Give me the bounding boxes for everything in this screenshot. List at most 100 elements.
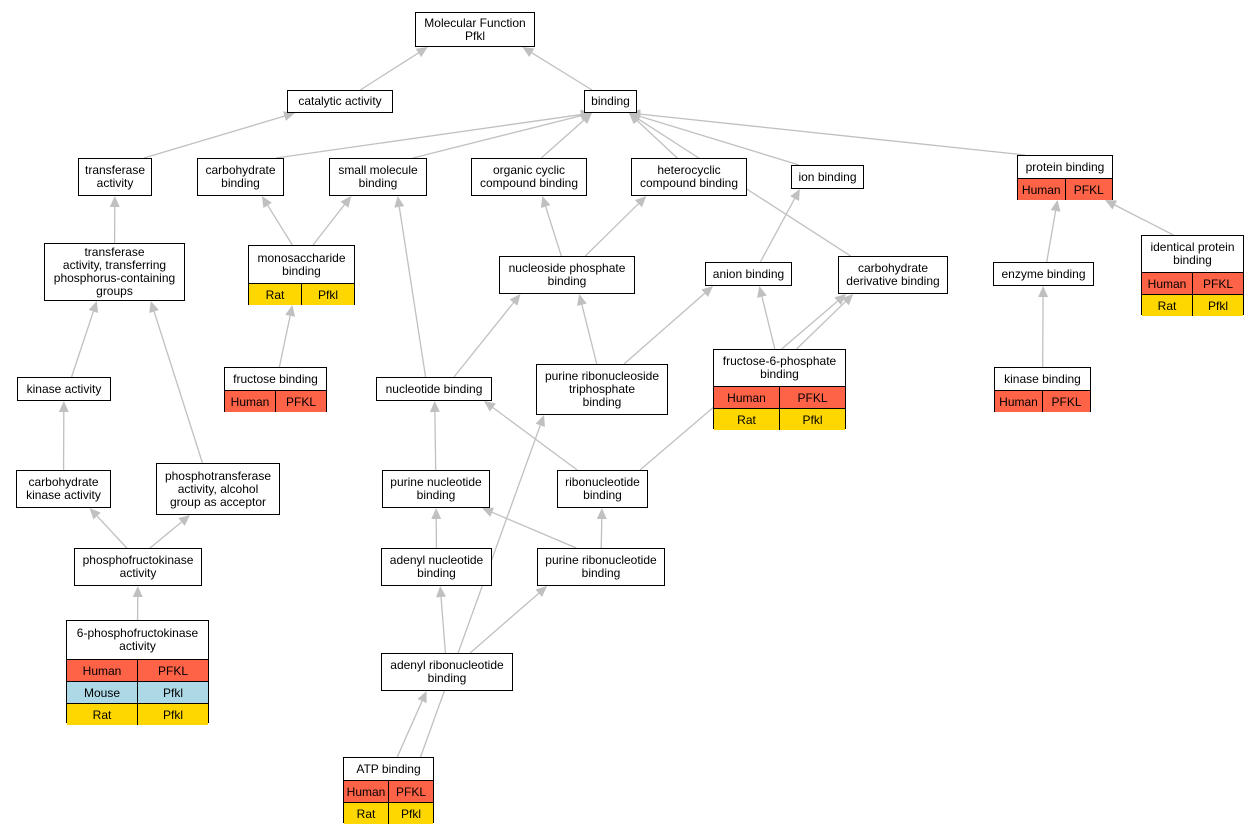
node-label: identical protein binding [1150, 240, 1235, 267]
arrowhead-nucleotide-to-small_mol [394, 196, 405, 208]
arrowhead-kinase_binding-to-enzyme_binding [1038, 286, 1049, 298]
annotation-species: Rat [92, 707, 112, 722]
node-label: fructose binding [233, 371, 318, 386]
annotation-species: Mouse [83, 685, 121, 700]
arrowhead-f6p-to-carb_deriv [841, 294, 854, 306]
edge-atp-to-adenyl_ribonucleotide [396, 700, 423, 758]
annotation-species: Human [82, 663, 122, 678]
annotation-gene: PFKL [137, 660, 208, 681]
annotation-species: Rat [1157, 298, 1177, 313]
arrowhead-nucleotide-to-nucleoside_phos [509, 294, 521, 306]
arrowhead-fructose-to-monosacch [285, 305, 296, 317]
node-label: Molecular Function Pfkl [424, 15, 526, 43]
node-label: purine nucleotide binding [390, 475, 482, 502]
annotation-species: Human [1147, 276, 1187, 291]
go-node-carb-deriv: carbohydrate derivative binding [838, 256, 948, 294]
go-node-anion: anion binding [705, 262, 792, 286]
arrowhead-purine_nucleotide-to-nucleotide [429, 401, 440, 413]
edge-kinase_activity-to-transferase_phos [70, 311, 94, 378]
edge-heterocyclic-to-binding [636, 120, 678, 159]
go-node-heterocyclic: heterocyclic compound binding [631, 158, 747, 196]
annotation-species: Rat [265, 287, 285, 302]
go-node-ribonucleotide: ribonucleotide binding [557, 470, 648, 508]
node-label: catalytic activity [298, 94, 382, 108]
arrowhead-binding-to-mf [522, 47, 535, 58]
edge-purine_ribonucleotide-to-purine_nucleotide [491, 511, 577, 549]
annotation-gene: Pfkl [137, 682, 208, 703]
arrowhead-ribonucleotide-to-nucleotide [484, 401, 496, 412]
node-label: purine ribonucleotide binding [545, 553, 657, 580]
arrowhead-carb_deriv-to-binding [629, 113, 641, 124]
annotation-species: Rat [737, 412, 756, 427]
annotation-species: Human [230, 394, 270, 409]
node-label: nucleoside phosphate binding [508, 261, 626, 288]
edge-identical_protein-to-protein_binding [1114, 204, 1174, 236]
edge-f6p-to-carb_deriv [796, 301, 846, 350]
node-label: small molecule binding [338, 163, 418, 190]
edge-fructose-to-monosacch [278, 315, 291, 368]
edge-pfk_activity-to-phosphotransferase [149, 521, 182, 549]
edge-monosacch-to-small_mol [312, 204, 345, 246]
go-node-pfk-activity: phosphofructokinase activity [74, 548, 202, 586]
arrowhead-adenyl_nucleotide-to-purine_nucleotide [431, 508, 442, 520]
arrowhead-kinase_activity-to-transferase_phos [88, 301, 99, 314]
arrowhead-atp-to-purine_ribonucleoside_tp [535, 415, 545, 428]
edge-org_cyclic-to-binding [540, 119, 585, 159]
arrowhead-catalytic-to-mf [415, 47, 428, 58]
go-node-purine-nucleotide: purine nucleotide binding [382, 470, 490, 508]
arrowhead-adenyl_ribonucleotide-to-adenyl_nucleotide [436, 586, 447, 598]
arrowhead-monosacch-to-carb_binding [261, 196, 272, 208]
edge-purine_ribonucleotide-to-ribonucleotide [600, 518, 603, 549]
arrowhead-transferase-to-catalytic [283, 111, 295, 121]
arrowhead-phosphotransferase-to-transferase_phos [149, 301, 159, 313]
annotation-gene: PFKL [388, 781, 433, 802]
arrowhead-f6p-to-anion [757, 286, 767, 298]
arrowhead-purine_ribonucleotide-to-purine_nucleotide [482, 507, 495, 517]
annotation-row: Human PFKL [67, 659, 208, 681]
go-node-ion-binding: ion binding [791, 165, 864, 189]
arrowhead-anion-to-ion_binding [790, 189, 800, 202]
arrowhead-org_cyclic-to-binding [580, 113, 592, 125]
annotation-gene: Pfkl [388, 803, 433, 824]
go-node-mf: Molecular Function Pfkl [415, 12, 535, 47]
arrowhead-atp-to-adenyl_ribonucleotide [417, 691, 427, 704]
edge-protein_binding-to-binding [639, 113, 1026, 156]
go-node-binding: binding [584, 90, 637, 113]
edge-adenyl_ribonucleotide-to-adenyl_nucleotide [440, 596, 447, 654]
node-label: enzyme binding [1001, 266, 1086, 281]
arrowhead-transferase_phos-to-transferase [109, 196, 120, 208]
go-node-transferase: transferase activity [78, 158, 152, 196]
node-label: adenyl ribonucleotide binding [390, 658, 504, 685]
node-label: nucleotide binding [385, 381, 483, 396]
node-label: heterocyclic compound binding [639, 163, 739, 190]
annotation-species: Human [346, 784, 386, 799]
go-node-nucleoside-phos: nucleoside phosphate binding [499, 256, 635, 294]
go-node-nucleotide: nucleotide binding [376, 377, 492, 401]
annotation-gene: Pfkl [137, 704, 208, 725]
annotation-row: Human PFKL [225, 390, 326, 412]
annotation-gene: PFKL [275, 391, 326, 412]
node-label: monosaccharide binding [257, 250, 346, 278]
arrowhead-pfk_activity-to-phosphotransferase [178, 515, 190, 526]
go-node-kinase-activity: kinase activity [17, 377, 111, 401]
node-label: carbohydrate kinase activity [26, 475, 101, 502]
annotation-species: Human [727, 390, 766, 405]
edge-transferase-to-catalytic [143, 115, 285, 159]
edge-monosacch-to-carb_binding [267, 204, 293, 246]
edge-atp-to-purine_ribonucleoside_tp [419, 425, 541, 758]
edge-anion-to-ion_binding [759, 198, 796, 263]
edge-carb_binding-to-binding [275, 113, 582, 159]
edge-purine_ribonucleoside_tp-to-anion [623, 292, 706, 365]
edge-f6p-to-anion [761, 296, 776, 350]
node-label: organic cyclic compound binding [479, 163, 579, 190]
